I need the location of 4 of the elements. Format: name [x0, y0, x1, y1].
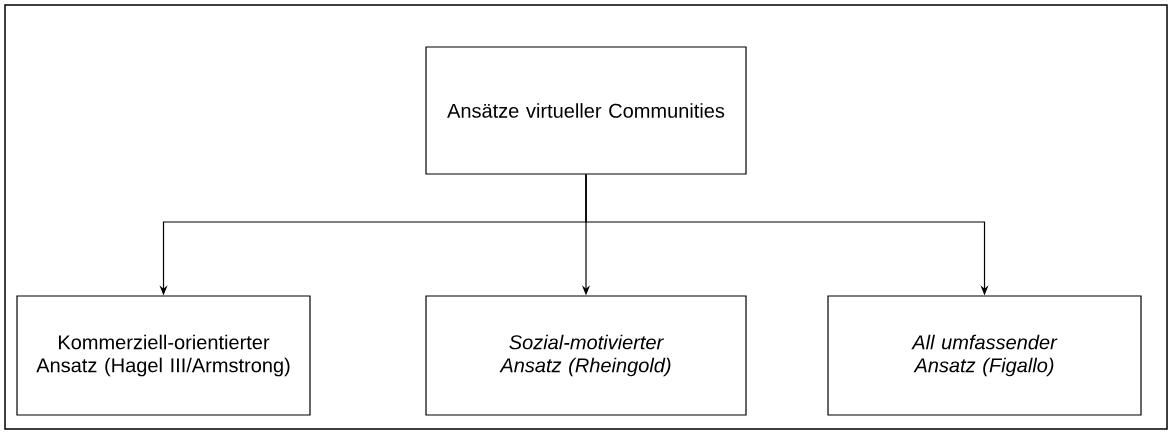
box: Sozial-motivierter Ansatz (Rheingold): [425, 295, 747, 416]
box: All umfassender Ansatz (Figallo): [827, 295, 1142, 416]
box: Ansätze virtueller Communities: [425, 46, 747, 175]
box: Kommerziell-orientierter Ansatz (Hagel III/Armstrong): [16, 295, 311, 416]
